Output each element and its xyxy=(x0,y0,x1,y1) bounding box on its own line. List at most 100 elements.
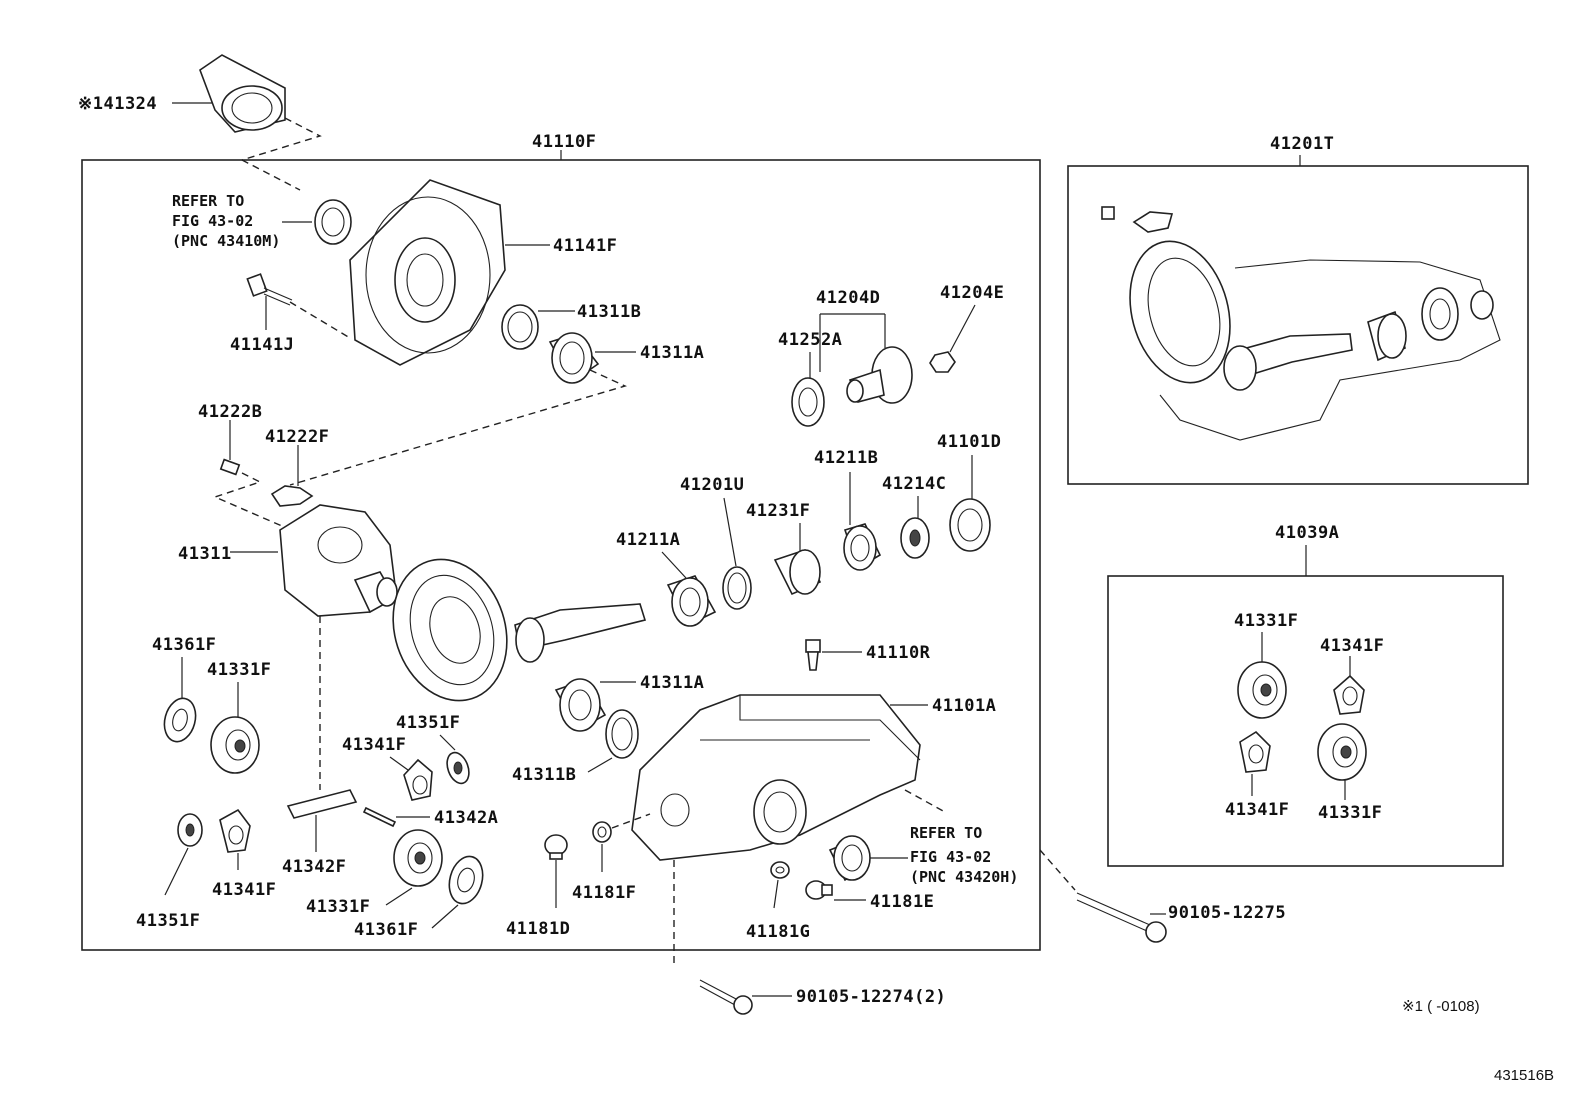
part-41211B-drawing xyxy=(843,523,882,571)
part-41204E-drawing xyxy=(929,351,956,373)
part-label-41181G: 41181G xyxy=(746,922,810,942)
part-41211A-drawing xyxy=(666,575,717,627)
ring-gear-pinion-drawing xyxy=(392,558,647,702)
part-41342A-drawing xyxy=(362,806,397,828)
part-41331F-left-drawing xyxy=(210,716,260,774)
part-label-41351F-low: 41351F xyxy=(136,911,200,931)
part-label-41361F-low: 41361F xyxy=(354,920,418,940)
part-label-41101D: 41101D xyxy=(937,432,1001,452)
part-label-41331F-left: 41331F xyxy=(207,660,271,680)
part-41222F-drawing xyxy=(270,485,314,507)
part-label-41222F: 41222F xyxy=(265,427,329,447)
refer-note-bottom-line2: FIG 43-02 xyxy=(910,848,991,866)
part-label-41211B: 41211B xyxy=(814,448,878,468)
part-label-41110R: 41110R xyxy=(866,643,931,663)
part-41341F-low-drawing xyxy=(219,808,251,853)
part-label-41342F: 41342F xyxy=(282,857,346,877)
part-label-41341F-low: 41341F xyxy=(212,880,276,900)
part-41351F-mid-drawing xyxy=(446,751,470,785)
part-41331F-low-drawing xyxy=(393,829,443,887)
refer-note-top-line2: FIG 43-02 xyxy=(172,212,253,230)
part-label-41311B-top: 41311B xyxy=(577,302,641,322)
part-label-41231F: 41231F xyxy=(746,501,810,521)
refer-note-bottom-line1: REFER TO xyxy=(910,824,982,842)
part-41141F-drawing xyxy=(349,179,506,366)
part-41311B-mid-drawing xyxy=(605,709,639,759)
part-label-41101A: 41101A xyxy=(932,696,996,716)
part-label-41141F: 41141F xyxy=(553,236,617,256)
part-41341F-mid-drawing xyxy=(403,758,433,801)
refer-note-top-line3: (PNC 43410M) xyxy=(172,232,280,250)
refer-note-top-line1: REFER TO xyxy=(172,192,244,210)
part-label-41181D: 41181D xyxy=(506,919,570,939)
part-label-90105-12274: 90105-12274(2) xyxy=(796,987,946,1007)
part-label-41222B: 41222B xyxy=(198,402,262,422)
part-41361F-low-drawing xyxy=(448,855,484,905)
group-title-gear-kit: 41201T xyxy=(1270,134,1334,154)
part-41201U-drawing xyxy=(722,566,752,610)
part-41214C-drawing xyxy=(900,517,930,559)
kit-label-41331F-b: 41331F xyxy=(1318,803,1382,823)
part-label-41204E: 41204E xyxy=(940,283,1004,303)
part-label-41311B-mid: 41311B xyxy=(512,765,576,785)
part-label-141324: ※141324 xyxy=(78,94,157,114)
seal-bottom-drawing xyxy=(828,835,871,882)
part-41141J-drawing xyxy=(246,273,293,306)
part-label-41311A-mid: 41311A xyxy=(640,673,704,693)
part-label-41311A-top: 41311A xyxy=(640,343,704,363)
gear-kit-frame xyxy=(1067,165,1529,485)
part-label-41201U: 41201U xyxy=(680,475,744,495)
part-41231F-drawing xyxy=(773,549,822,596)
kit-label-41341F-b: 41341F xyxy=(1225,800,1289,820)
part-label-41311: 41311 xyxy=(178,544,232,564)
pinion-kit-frame xyxy=(1107,575,1504,867)
part-label-90105-12275: 90105-12275 xyxy=(1168,903,1286,923)
part-41311B-top-drawing xyxy=(501,304,539,350)
part-label-41181F: 41181F xyxy=(572,883,636,903)
seal-top-drawing xyxy=(314,199,352,245)
part-90105-12275-drawing xyxy=(1076,892,1167,943)
part-label-41211A: 41211A xyxy=(616,530,680,550)
part-41311A-mid-drawing xyxy=(554,678,607,732)
part-label-41214C: 41214C xyxy=(882,474,946,494)
part-label-41342A: 41342A xyxy=(434,808,498,828)
part-41351F-low-drawing xyxy=(177,813,203,847)
part-41110R-drawing xyxy=(805,639,821,671)
part-label-41204D: 41204D xyxy=(816,288,880,308)
pinion-kit-gear-a xyxy=(1237,661,1287,719)
part-41181F-drawing xyxy=(592,821,612,843)
pinion-kit-gear-b xyxy=(1333,674,1365,715)
part-41311-drawing xyxy=(279,504,398,617)
refer-note-bottom-line3: (PNC 43420H) xyxy=(910,868,1018,886)
footnote-range: ※1 ( -0108) xyxy=(1402,998,1480,1015)
part-90105-12274-drawing xyxy=(699,979,753,1015)
part-41181E-drawing xyxy=(805,880,833,900)
part-41252A-drawing xyxy=(791,377,825,427)
pinion-kit-gear-d xyxy=(1317,723,1367,781)
part-41204D-drawing xyxy=(846,346,913,404)
part-41181G-drawing xyxy=(770,861,790,879)
part-label-41252A: 41252A xyxy=(778,330,842,350)
part-141324-drawing xyxy=(199,54,286,133)
part-41101A-drawing xyxy=(631,694,921,861)
part-41361F-left-drawing xyxy=(163,697,197,743)
part-41101D-drawing xyxy=(949,498,991,552)
group-title-pinion-kit: 41039A xyxy=(1275,523,1339,543)
part-label-41361F-left: 41361F xyxy=(152,635,216,655)
kit-label-41331F-a: 41331F xyxy=(1234,611,1298,631)
part-41181D-drawing xyxy=(544,834,568,860)
part-41222B-drawing xyxy=(219,458,241,476)
part-label-41351F-mid: 41351F xyxy=(396,713,460,733)
diagram-id: 431516B xyxy=(1494,1067,1554,1084)
kit-label-41341F-a: 41341F xyxy=(1320,636,1384,656)
group-title-main-case: 41110F xyxy=(532,132,596,152)
pinion-kit-gear-c xyxy=(1239,730,1271,773)
gear-kit-41201T-drawing xyxy=(1101,206,1501,441)
part-label-41331F-low: 41331F xyxy=(306,897,370,917)
part-label-41141J: 41141J xyxy=(230,335,294,355)
part-label-41341F-mid: 41341F xyxy=(342,735,406,755)
part-41342F-drawing xyxy=(286,789,358,819)
part-label-41181E: 41181E xyxy=(870,892,934,912)
part-41311A-top-drawing xyxy=(548,332,600,384)
